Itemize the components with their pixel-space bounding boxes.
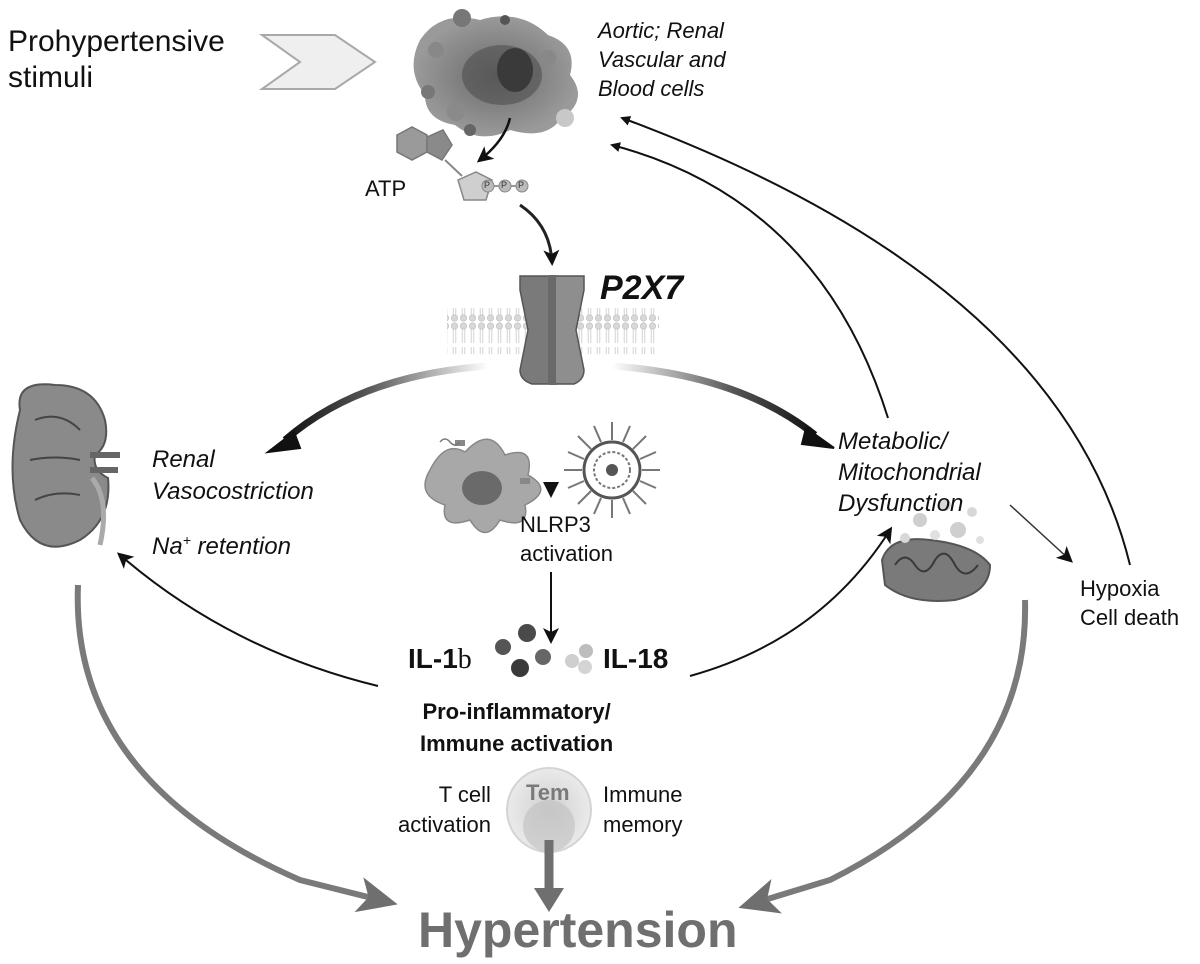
- immune-memory-label: Immune memory: [603, 782, 683, 837]
- metabolic-label: Metabolic/ Mitochondrial Dysfunction: [838, 428, 981, 517]
- stimuli-chevron-icon: [258, 34, 377, 90]
- nlrp3-label: NLRP3 activation: [520, 512, 613, 566]
- macrophage-icon: [424, 438, 542, 534]
- il1b-label: IL-1b: [408, 643, 472, 675]
- hypertension-label: Hypertension: [418, 902, 738, 958]
- il18-label: IL-18: [603, 643, 669, 674]
- mitochondrion-icon: [880, 499, 992, 602]
- p2x7-label: P2X7: [600, 269, 684, 307]
- na-retention-label: Na+ retention: [152, 532, 291, 560]
- tcell-label: T cell activation: [398, 782, 491, 837]
- renal-label: Renal Vasocostriction: [152, 446, 314, 505]
- atp-label: ATP: [365, 176, 407, 201]
- kidney-icon: [11, 383, 120, 548]
- phosphate-label-2: P: [501, 180, 508, 190]
- proinflammatory-label: Pro-inflammatory/ Immune activation: [420, 699, 614, 756]
- inflammasome-icon: [564, 422, 660, 518]
- phosphate-label-3: P: [518, 180, 525, 190]
- cell-cluster-icon: [413, 9, 578, 137]
- tem-label: Tem: [526, 780, 570, 805]
- phosphate-label-1: P: [484, 180, 491, 190]
- atp-molecule-icon: [396, 126, 529, 201]
- cells-label: Aortic; Renal Vascular and Blood cells: [598, 18, 726, 101]
- p2x7-channel-icon: [519, 275, 585, 385]
- cytokine-spheres-icon: [495, 624, 593, 677]
- tem-cell-icon: [506, 767, 592, 853]
- stimuli-label: Prohypertensive stimuli: [8, 25, 225, 94]
- hypoxia-label: Hypoxia Cell death: [1080, 576, 1180, 630]
